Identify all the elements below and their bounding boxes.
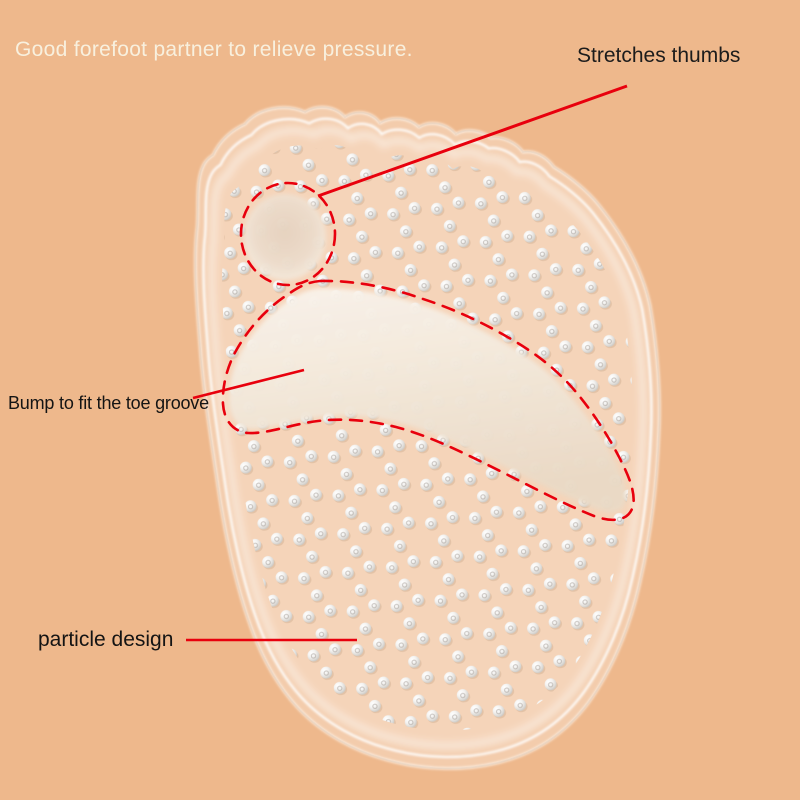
- toe-groove-bump: [228, 288, 627, 513]
- leader-line-stretches-thumbs: [317, 84, 628, 198]
- dashed-outline-toe-groove: [221, 279, 635, 522]
- leader-line-bump-groove: [192, 368, 305, 400]
- tagline-text: Good forefoot partner to relieve pressur…: [15, 38, 413, 61]
- label-stretches-thumbs: Stretches thumbs: [577, 44, 741, 67]
- label-particle-design: particle design: [38, 628, 174, 651]
- label-bump-groove: Bump to fit the toe groove: [8, 393, 209, 413]
- dashed-circle-thumb-bump: [239, 181, 337, 287]
- thumb-bump: [244, 194, 326, 280]
